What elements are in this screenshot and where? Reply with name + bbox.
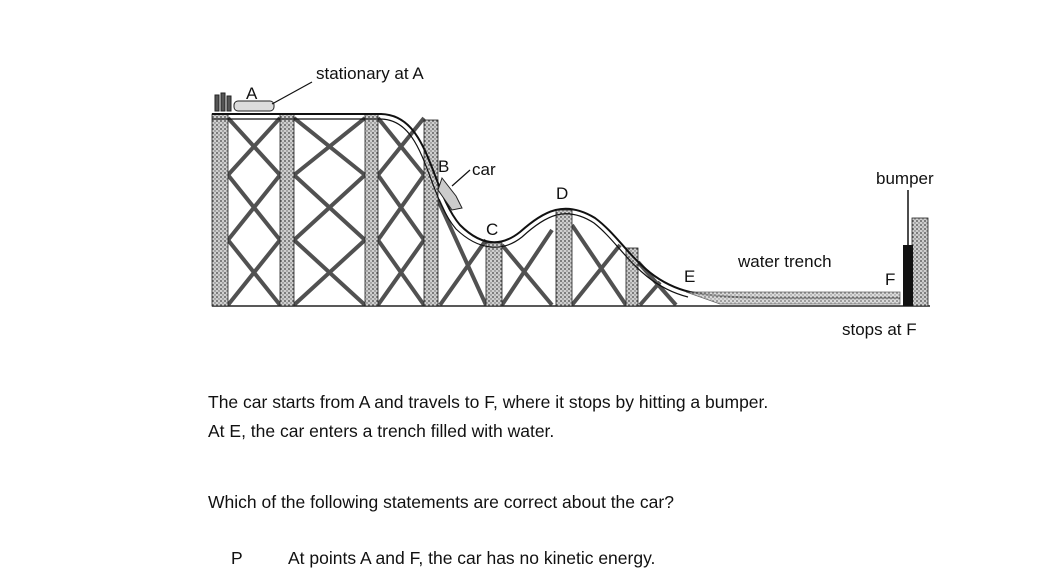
description-line-1: The car starts from A and travels to F, … [208, 392, 769, 412]
option-p-text: At points A and F, the car has no kineti… [288, 548, 656, 568]
label-a: A [246, 84, 258, 103]
support-posts [211, 113, 639, 307]
label-stationary: stationary at A [316, 64, 424, 83]
bumper-wall [911, 217, 929, 307]
label-bumper: bumper [876, 169, 934, 188]
leader-stationary [271, 81, 313, 105]
label-d: D [556, 184, 569, 203]
water-trench [685, 291, 901, 305]
description-line-2: At E, the car enters a trench filled wit… [208, 421, 555, 441]
label-c: C [486, 220, 499, 239]
support-lattice [226, 116, 678, 307]
bumper [903, 245, 913, 306]
option-p-letter: P [231, 548, 243, 568]
label-b: B [438, 157, 450, 176]
label-f: F [885, 270, 896, 289]
label-e: E [684, 267, 696, 286]
label-car: car [472, 160, 496, 179]
label-stops-at-f: stops at F [842, 320, 917, 339]
label-water-trench: water trench [738, 252, 832, 271]
car-at-b [437, 176, 463, 211]
car-at-a [214, 92, 275, 112]
question-text: Which of the following statements are co… [208, 492, 674, 512]
leader-car [451, 169, 471, 187]
